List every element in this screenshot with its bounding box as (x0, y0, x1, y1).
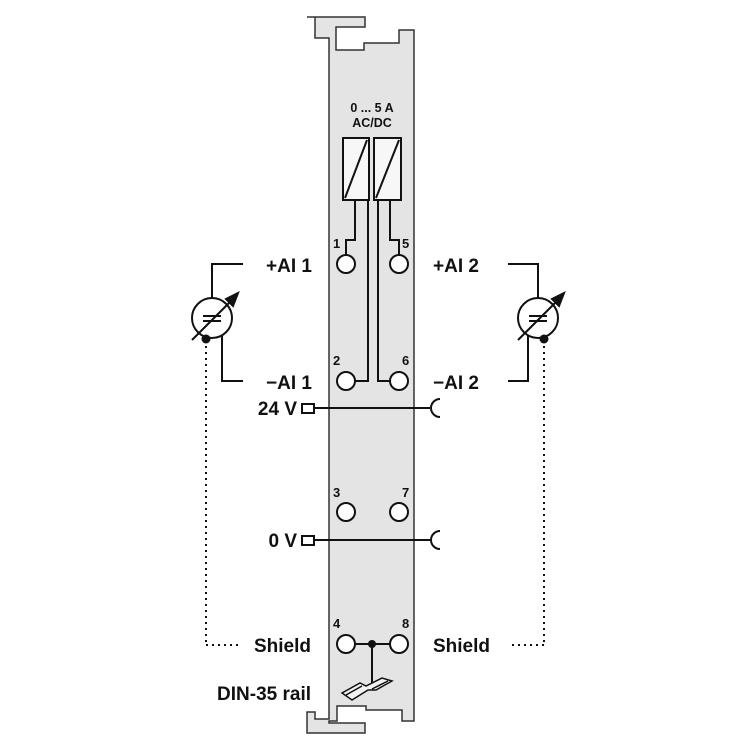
junction-dot (368, 640, 376, 648)
connector-0v (301, 535, 315, 546)
terminal-5[interactable] (389, 254, 409, 274)
label-shield-right: Shield (433, 636, 490, 657)
terminal-number: 7 (402, 485, 409, 500)
terminal-3[interactable] (336, 502, 356, 522)
current-sensor-left-icon (191, 263, 243, 646)
type-label: AC/DC (352, 116, 392, 130)
internal-wiring (345, 200, 400, 382)
power-24v (301, 398, 441, 418)
terminal-number: 1 (333, 236, 340, 251)
label-ai2-plus: +AI 2 (433, 256, 479, 277)
label-shield-left: Shield (254, 636, 311, 657)
terminal-4[interactable] (336, 634, 356, 654)
label-ai1-minus: −AI 1 (266, 373, 312, 394)
connector-24v (301, 403, 315, 414)
terminal-7[interactable] (389, 502, 409, 522)
shield-dot-right (539, 334, 549, 344)
shield-dot-left (201, 334, 211, 344)
terminal-number: 2 (333, 353, 340, 368)
terminal-number: 3 (333, 485, 340, 500)
terminal-number: 6 (402, 353, 409, 368)
current-sensor-right-icon (508, 263, 566, 646)
label-24v: 24 V (258, 399, 297, 420)
terminal-1[interactable] (336, 254, 356, 274)
rating-label: 0 ... 5 A (350, 101, 393, 115)
terminal-number: 5 (402, 236, 409, 251)
terminal-number: 8 (402, 616, 409, 631)
terminal-8[interactable] (389, 634, 409, 654)
power-0v (301, 530, 441, 550)
label-0v: 0 V (268, 531, 297, 552)
terminals (336, 254, 409, 654)
terminal-6[interactable] (389, 371, 409, 391)
din-rail-label: DIN-35 rail (217, 684, 311, 705)
label-ai2-minus: −AI 2 (433, 373, 479, 394)
label-ai1-plus: +AI 1 (266, 256, 312, 277)
din-rail-icon (340, 677, 394, 701)
converter-symbols (342, 137, 402, 201)
terminal-2[interactable] (336, 371, 356, 391)
terminal-number: 4 (333, 616, 341, 631)
